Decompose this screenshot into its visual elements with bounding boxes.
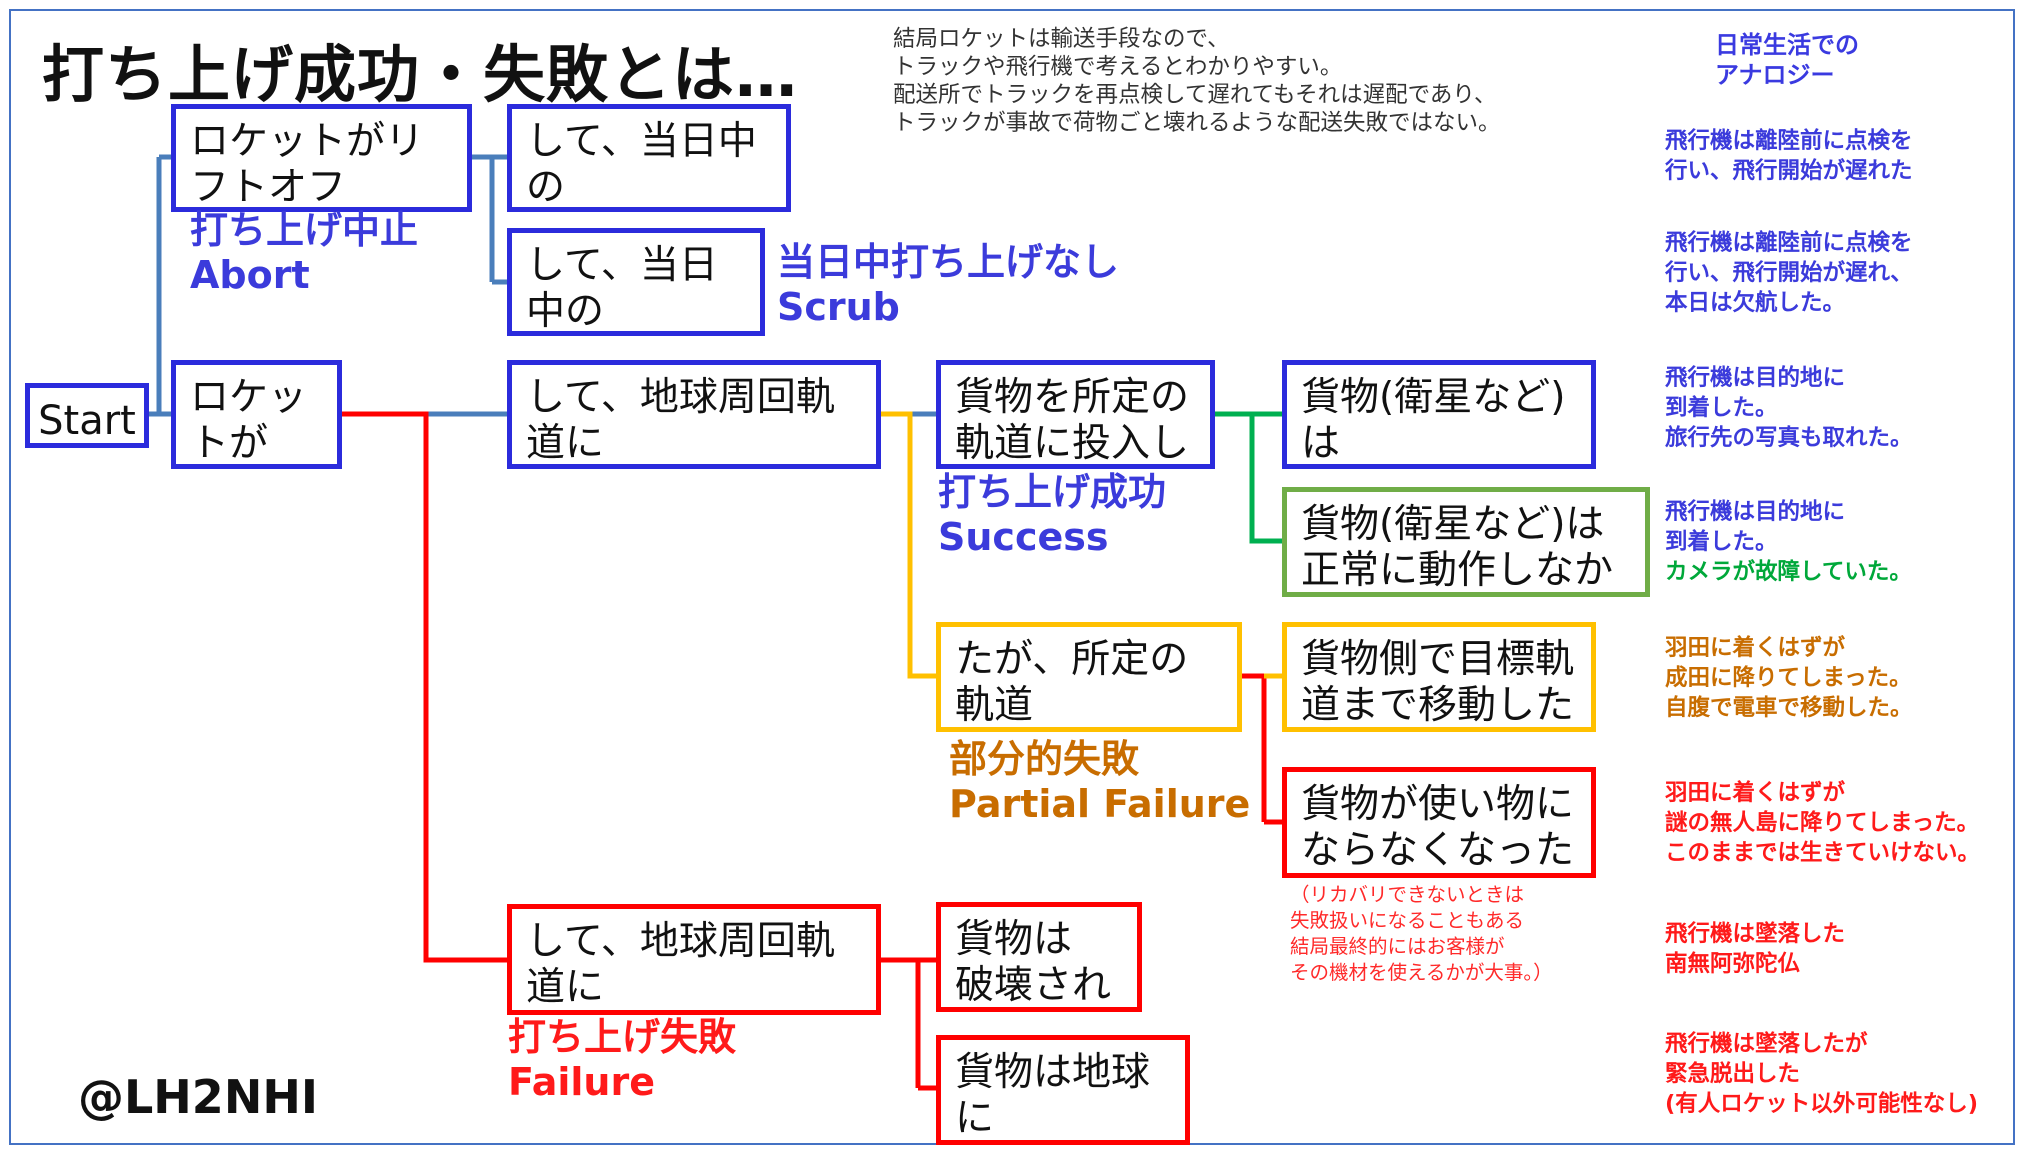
analogy-success: 飛行機は目的地に 到着した。 旅行先の写真も取れた。 (1665, 365, 1913, 451)
node-payload-to-orbit: 貨物を所定の 軌道に投入した (936, 360, 1215, 469)
node-same-day-retry: して、当日中の 打ち上げ再試行 (507, 104, 791, 212)
connector-abort-branches (471, 154, 508, 285)
node-payload-works: 貨物(衛星など)は 正常に動作した (1282, 360, 1596, 469)
explanation-note: 結局ロケットは輸送手段なので、 トラックや飛行機で考えるとわかりやすい。 配送所… (893, 26, 1501, 136)
analogy-abort: 飛行機は離陸前に点検を 行い、飛行開始が遅れた (1665, 128, 1913, 184)
connector-green-success (1214, 411, 1283, 544)
analogy-scrub: 飛行機は離陸前に点検を 行い、飛行開始が遅れ、 本日は欠航した。 (1665, 230, 1913, 316)
analogy-payload-fail: 飛行機は目的地に 到着した。 (1665, 499, 1846, 555)
analogy-partial-lost: 羽田に着くはずが 謎の無人島に降りてしまった。 このままでは生きていけない。 (1665, 780, 1981, 866)
label-abort: 打ち上げ中止 Abort (190, 208, 419, 297)
node-payload-returned: 貨物は地球に 戻ってきた (936, 1035, 1190, 1145)
analogy-partial-recovered: 羽田に着くはずが 成田に降りてしまった。 自腹で電車で移動した。 (1665, 635, 1913, 721)
node-off-target-orbit: たが、所定の軌道 から外れた (936, 622, 1242, 732)
node-payload-not-working: 貨物(衛星など)は 正常に動作しなかった (1282, 487, 1650, 597)
node-liftoff: ロケットが リフトオフ (171, 360, 342, 469)
connector-red-failure-branches (880, 957, 937, 1091)
analogy-destroyed: 飛行機は墜落した 南無阿弥陀仏 (1665, 921, 1846, 977)
node-stop-before-liftoff: ロケットがリフトオフ する前に停止 (171, 104, 472, 212)
connector-red-partial-branches (1241, 673, 1283, 825)
label-failure: 打ち上げ失敗 Failure (508, 1015, 737, 1104)
node-payload-self-move: 貨物側で目標軌 道まで移動した (1282, 622, 1596, 732)
connector-yellow-partial (880, 411, 937, 679)
analogy-returned: 飛行機は墜落したが 緊急脱出した (有人ロケット以外可能性なし) (1665, 1031, 1979, 1117)
connector-red-trunk (341, 411, 508, 963)
node-orbit-inserted: して、地球周回軌道に 投入し、 (507, 360, 881, 469)
node-payload-unusable: 貨物が使い物に ならなくなった (1282, 767, 1596, 878)
node-orbit-not-inserted: して、地球周回軌道に 投入できず (507, 904, 881, 1015)
node-payload-destroyed: 貨物は 破壊された (936, 902, 1142, 1012)
analogy-camera-broken: カメラが故障していた。 (1665, 559, 1912, 585)
connector-start-trunk (148, 154, 172, 417)
label-success: 打ち上げ成功 Success (938, 470, 1167, 559)
node-start: Start (25, 383, 149, 448)
analogy-header: 日常生活での アナロジー (1715, 31, 1859, 89)
page-title: 打ち上げ成功・失敗とは… (42, 38, 799, 111)
recovery-note: （リカバリできないときは 失敗扱いになることもある 結局最終的にはお客様が その… (1290, 883, 1553, 984)
author-handle: @LH2NHI (78, 1070, 318, 1124)
label-partial-failure: 部分的失敗 Partial Failure (949, 737, 1251, 826)
node-no-launch-today: して、当日中の 打ち上げなし (507, 228, 765, 336)
label-scrub: 当日中打ち上げなし Scrub (777, 240, 1120, 329)
